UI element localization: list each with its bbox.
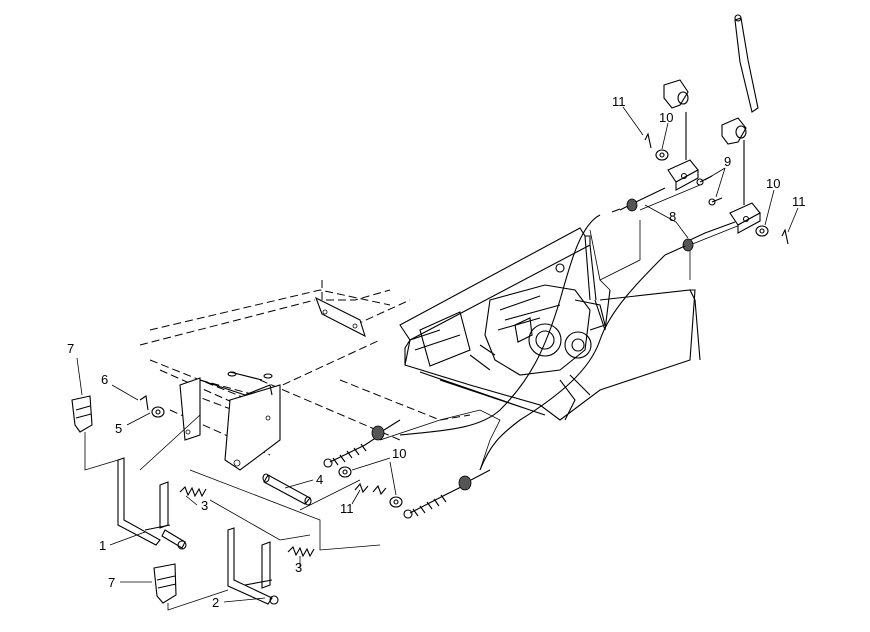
control-arm-clevis-left xyxy=(663,79,699,191)
leader-lines xyxy=(76,106,799,603)
callout-5: 5 xyxy=(115,421,122,436)
machine-base xyxy=(399,227,701,421)
springs xyxy=(179,486,315,558)
callout-1: 1 xyxy=(99,538,106,553)
callout-10-lower: 10 xyxy=(392,446,406,461)
pedal-pads xyxy=(71,395,177,604)
callout-6: 6 xyxy=(101,372,108,387)
callout-11-upper-right: 11 xyxy=(792,194,806,209)
callout-7-lower: 7 xyxy=(108,575,115,590)
callout-10-upper-left: 10 xyxy=(659,110,673,125)
callout-10-upper-right: 10 xyxy=(766,176,780,191)
cable-lower xyxy=(323,419,491,519)
cable-upper xyxy=(399,187,736,471)
callout-9: 9 xyxy=(724,154,731,169)
callout-11-lower: 11 xyxy=(340,501,354,516)
washer-and-pin-left xyxy=(139,395,165,418)
connection-lines xyxy=(84,184,741,611)
callout-4: 4 xyxy=(316,472,323,487)
pedal-bracket xyxy=(179,371,281,471)
callout-7-upper: 7 xyxy=(67,341,74,356)
washers-lower xyxy=(338,466,403,508)
pedal-lever-left xyxy=(117,457,187,550)
callout-2: 2 xyxy=(212,595,219,610)
pivot-shaft xyxy=(262,473,312,506)
transmission-assembly xyxy=(469,263,606,376)
callout-labels: 7 6 5 1 7 2 3 3 4 10 11 11 10 9 8 10 11 xyxy=(67,94,806,610)
pedal-lever-right xyxy=(227,527,279,605)
mounting-bracket-plate xyxy=(314,296,366,338)
callout-3-right: 3 xyxy=(295,560,302,575)
callout-8: 8 xyxy=(669,209,676,224)
callout-11-upper-left: 11 xyxy=(612,94,626,109)
control-arm-clevis-right xyxy=(721,14,761,234)
callout-3-left: 3 xyxy=(201,498,208,513)
